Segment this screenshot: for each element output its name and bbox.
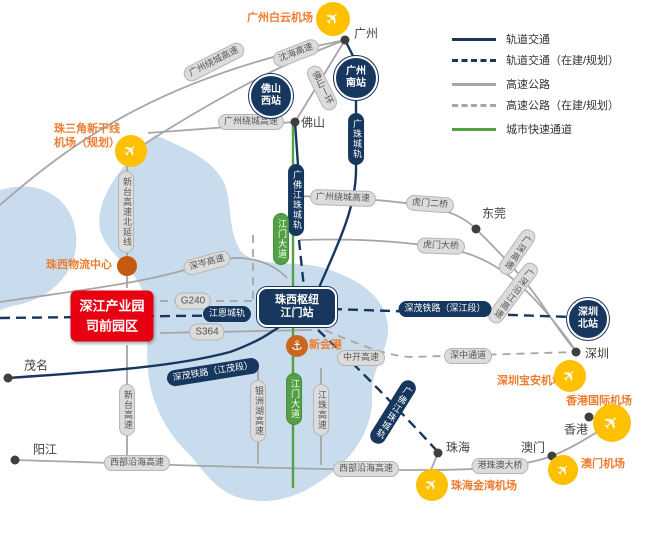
- shenjiang-industrial-park-badge: 深江产业园 司前园区: [70, 290, 154, 342]
- station-name-line1: 珠西枢纽: [275, 293, 319, 306]
- legend-label: 城市快速通道: [506, 124, 572, 136]
- station-guangzhou-south: 广州 南站: [334, 56, 378, 100]
- landmark-label-zhuxi-logistics: 珠西物流中心: [46, 259, 112, 271]
- city-dot-maoming: [3, 373, 13, 383]
- city-label-foshan: 佛山: [300, 115, 326, 130]
- city-dot-dongguan: [471, 224, 481, 234]
- city-label-dongguan: 东莞: [481, 206, 507, 221]
- city-label-hongkong: 香港: [563, 422, 589, 437]
- station-name-line1: 佛山: [261, 84, 281, 95]
- station-shenzhen-north: 深圳 北站: [567, 298, 609, 340]
- city-dot-macau: [547, 451, 557, 461]
- city-dot-hongkong: [584, 412, 594, 422]
- road-solid-swatch: [452, 82, 496, 86]
- rapid-label-jiangmen-avenue-s: 江门大道: [286, 373, 302, 425]
- city-label-macau: 澳门: [520, 440, 546, 455]
- city-dot-yangjiang: [10, 455, 20, 465]
- rail-label-jiangen-intercity: 江恩城轨: [202, 306, 252, 322]
- airplane-icon-jinwan: ✈: [416, 469, 448, 501]
- legend-item-rapid: 城市快速通道: [452, 121, 572, 137]
- city-label-guangzhou: 广州: [353, 26, 379, 41]
- airport-label-jinwan: 珠海金湾机场: [451, 480, 517, 492]
- city-dot-guangzhou: [340, 35, 350, 45]
- airplane-icon-baiyun: ✈: [316, 2, 350, 36]
- airport-label-prd-new-airport: 珠三角新干线 机场（规划）: [54, 123, 120, 151]
- city-dot-shenzhen: [571, 347, 581, 357]
- logistics-hub-dot: [117, 256, 137, 276]
- road-label-west-coastal-expwy-w: 西部沿海高速: [103, 455, 171, 471]
- legend-item-road-planned: 高速公路（在建/规划）: [452, 97, 619, 113]
- legend-label: 轨道交通: [506, 34, 550, 46]
- landmark-label-xinhui-port: 新会港: [309, 339, 342, 351]
- road-label-hzmb-bridge: 港珠澳大桥: [471, 458, 529, 474]
- city-label-zhuhai: 珠海: [445, 440, 471, 455]
- legend-item-road: 高速公路: [452, 76, 550, 92]
- airport-label-baiyun: 广州白云机场: [247, 12, 313, 24]
- road-label-g240: G240: [174, 292, 212, 310]
- road-label-xintai-expwy: 新台高速: [119, 384, 135, 436]
- city-dot-zhuhai: [433, 448, 443, 458]
- station-name-line1: 深圳: [578, 307, 598, 318]
- airplane-icon-prd-new-airport: ✈: [115, 135, 147, 167]
- legend-label: 高速公路: [506, 79, 550, 91]
- road-label-xintai-north-ext: 新台高速北延线: [118, 171, 134, 253]
- rail-label-guangzhu-intercity: 广珠城轨: [348, 113, 364, 165]
- airport-label-baoan: 深圳宝安机场: [497, 375, 563, 387]
- road-label-guangzhou-ring-e: 广州绕城高速: [309, 188, 377, 208]
- airplane-icon-macau-airport: ✈: [548, 455, 578, 485]
- city-label-shenzhen: 深圳: [584, 346, 610, 361]
- park-name-line2: 司前园区: [85, 318, 139, 333]
- legend-item-rail: 轨道交通: [452, 31, 550, 47]
- park-name-line1: 深江产业园: [79, 298, 145, 314]
- airport-label-macau-airport: 澳门机场: [581, 458, 625, 470]
- legend-item-rail-planned: 轨道交通（在建/规划）: [452, 52, 619, 68]
- road-label-shenzhong-link: 深中通道: [443, 348, 493, 364]
- city-dot-foshan: [290, 117, 300, 127]
- rail-label-shenmao-shenjiang: 深茂铁路（深江段）: [398, 301, 492, 317]
- road-label-west-coastal-expwy-e: 西部沿海高速: [332, 461, 400, 477]
- road-label-zhongkai-expwy: 中开高速: [336, 350, 386, 366]
- rail-dashed-swatch: [452, 58, 496, 62]
- rail-solid-swatch: [452, 37, 496, 41]
- landmass-west: [0, 186, 77, 310]
- legend-label: 轨道交通（在建/规划）: [506, 55, 620, 67]
- road-dashed-swatch: [452, 103, 496, 107]
- road-label-humen-bridge: 虎门大桥: [416, 237, 466, 255]
- rapid-label-jiangmen-avenue-n: 江门大道: [273, 213, 289, 265]
- rapid-solid-swatch: [452, 127, 496, 131]
- city-label-yangjiang: 阳江: [32, 442, 58, 457]
- road-label-jiangzhu-expwy: 江珠高速: [313, 384, 329, 436]
- station-foshan-west: 佛山 西站: [249, 74, 293, 118]
- airport-name-line2: 机场（规划）: [54, 136, 120, 149]
- anchor-icon-xinhui-port: ⚓: [286, 335, 308, 357]
- station-name-line1: 广州: [346, 66, 366, 77]
- airplane-icon-baoan: ✈: [554, 360, 586, 392]
- station-name-line2: 江门站: [280, 307, 314, 319]
- station-name-line2: 北站: [578, 319, 598, 330]
- road-label-guangzhou-ring-mid: 广州绕城高速: [217, 114, 285, 130]
- station-jiangmen-hub: 珠西枢纽 江门站: [257, 287, 337, 327]
- legend-label: 高速公路（在建/规划）: [506, 100, 620, 112]
- road-label-humen-second-bridge: 虎门二桥: [405, 194, 455, 214]
- station-name-line2: 南站: [346, 78, 366, 89]
- city-label-maoming: 茂名: [23, 358, 49, 373]
- station-name-line2: 西站: [261, 96, 281, 107]
- road-label-yinzhouhu-expwy: 银洲湖高速: [250, 380, 266, 442]
- airplane-icon-hkia: ✈: [593, 404, 631, 442]
- airport-name-line1: 珠三角新干线: [54, 123, 120, 135]
- rail-label-gfjz-intercity-n: 广佛江珠城轨: [288, 164, 304, 236]
- road-label-s364: S364: [189, 323, 225, 341]
